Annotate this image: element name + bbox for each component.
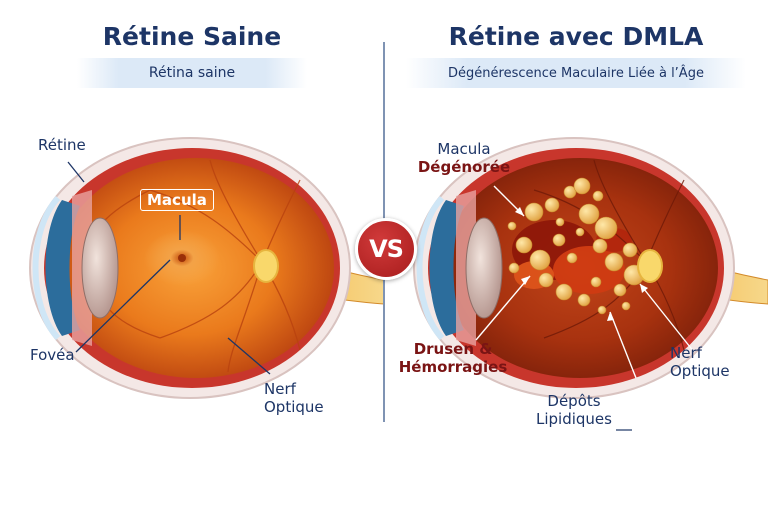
vs-text: VS [369,235,403,263]
label-drusen-line2: Hémorragies [388,358,518,376]
label-nerf-line1: Nerf [264,380,324,398]
label-macula-line1: Macula [408,140,520,158]
label-drusen-line1: Drusen & [388,340,518,358]
label-nerf-line2: Optique [264,398,324,416]
healthy-optic-disc [254,250,278,282]
label-nerf-amd-line2: Optique [670,362,730,380]
label-depots-lipidiques: Dépôts Lipidiques [524,392,624,428]
label-nerf-amd-line1: Nerf [670,344,730,362]
label-macula-degeneree: Macula Dégénorée [408,140,520,176]
label-retine: Rétine [38,136,86,154]
label-fovea: Fovéa [30,346,75,364]
label-depots-line1: Dépôts [524,392,624,410]
label-nerf-optique-healthy: Nerf Optique [264,380,324,416]
label-nerf-optique-amd: Nerf Optique [670,344,730,380]
label-macula: Macula [140,189,214,211]
vs-badge: VS [355,218,417,280]
healthy-eye-illustration [0,0,384,512]
label-drusen-hemorragies: Drusen & Hémorragies [388,340,518,376]
amd-lens [466,218,502,318]
label-depots-line2: Lipidiques [524,410,624,428]
healthy-lens [82,218,118,318]
amd-optic-disc [638,250,662,282]
panel-healthy-retina: Rétine Saine Rétina saine [0,0,384,512]
panel-amd-retina: Rétine avec DMLA Dégénérescence Maculair… [384,0,768,512]
amd-eye-illustration [384,0,768,512]
label-macula-line2: Dégénorée [408,158,520,176]
